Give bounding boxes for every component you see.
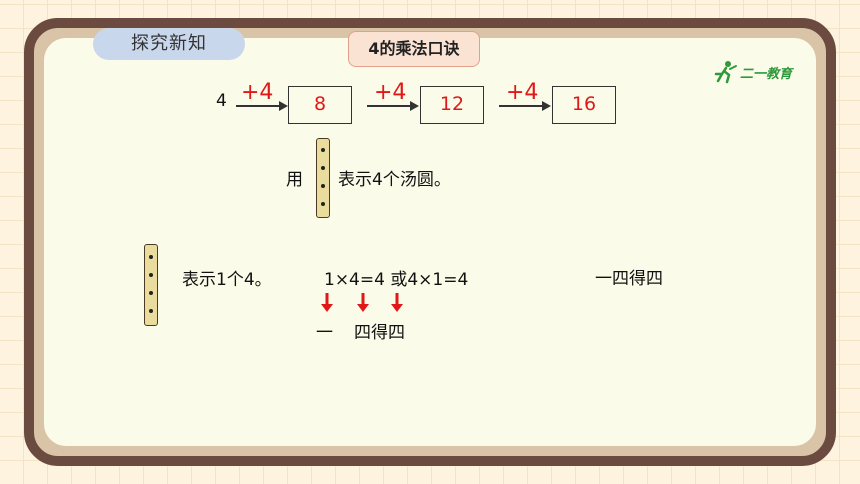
equation: 1×4=4 或4×1=4 xyxy=(324,270,469,290)
down-arrow-icon xyxy=(321,293,333,312)
mnemonic-part-2: 四得四 xyxy=(354,323,405,343)
mnemonic-rhyme: 一四得四 xyxy=(595,269,663,289)
logo-text: 二一教育 xyxy=(740,67,793,82)
stick-dot xyxy=(149,255,153,259)
stick-dot xyxy=(149,309,153,313)
arrow-1-line xyxy=(236,105,280,107)
stick-dot xyxy=(149,291,153,295)
step-label-2: +4 xyxy=(374,80,407,105)
stick-dot xyxy=(321,202,325,206)
arrow-2-line xyxy=(367,105,411,107)
sequence-box-2: 12 xyxy=(420,86,484,124)
sequence-box-1: 8 xyxy=(288,86,352,124)
counting-stick-1 xyxy=(316,138,330,218)
stick-dot xyxy=(321,166,325,170)
arrow-3-head xyxy=(542,101,551,111)
counting-stick-2 xyxy=(144,244,158,326)
stick-dot xyxy=(321,148,325,152)
arrow-3-line xyxy=(499,105,543,107)
down-arrow-icon xyxy=(391,293,403,312)
arrow-1-head xyxy=(279,101,288,111)
stick-note-prefix: 用 xyxy=(286,170,303,190)
sequence-box-3: 16 xyxy=(552,86,616,124)
stick-note-suffix: 表示4个汤圆。 xyxy=(338,170,451,190)
step-label-3: +4 xyxy=(506,80,539,105)
step-label-1: +4 xyxy=(241,80,274,105)
stick-dot xyxy=(321,184,325,188)
page-title: 4的乘法口诀 xyxy=(348,31,480,67)
runner-icon xyxy=(714,61,737,84)
section-label: 探究新知 xyxy=(93,28,245,60)
down-arrow-icon xyxy=(357,293,369,312)
mnemonic-part-1: 一 xyxy=(316,323,333,343)
brand-logo: 二一教育 xyxy=(712,60,812,86)
sequence-start: 4 xyxy=(216,91,227,111)
arrow-2-head xyxy=(410,101,419,111)
stick-explanation: 表示1个4。 xyxy=(182,270,272,290)
stick-dot xyxy=(149,273,153,277)
